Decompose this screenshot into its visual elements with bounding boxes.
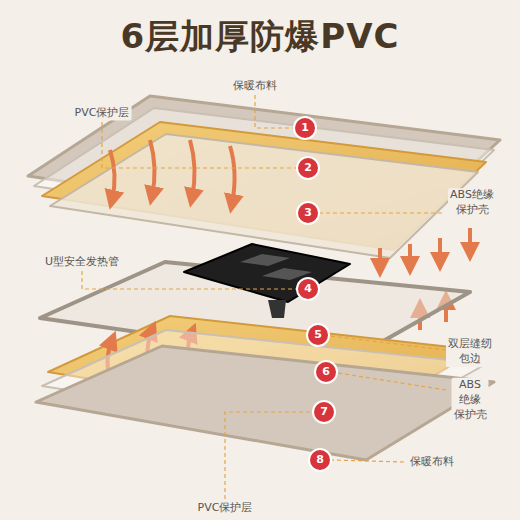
callout-number: 1 — [295, 118, 315, 138]
fabric-layer — [36, 346, 494, 460]
part-label: 双层缝纫 包边 — [446, 337, 494, 367]
callout-number: 7 — [314, 402, 334, 422]
part-label: ABS 绝缘 保护壳 — [452, 378, 489, 423]
leader-lines — [82, 95, 446, 499]
callout-number: 6 — [316, 362, 336, 382]
abs-shell — [50, 134, 478, 258]
callout-number: 2 — [298, 158, 318, 178]
part-label: PVC保护层 — [73, 106, 132, 121]
part-label: 保暖布料 — [231, 79, 279, 94]
heater-slots — [240, 254, 312, 280]
callout-number: 4 — [298, 279, 318, 299]
callout-number: 3 — [298, 203, 318, 223]
heater-stand — [268, 300, 286, 318]
title: 6层加厚防爆PVC — [0, 14, 520, 60]
part-label: U型安全发热管 — [43, 255, 121, 270]
part-label: ABS绝缘 保护壳 — [448, 188, 496, 218]
part-label: PVC保护层 — [196, 501, 255, 516]
heater-tube — [184, 244, 350, 302]
callout-number: 5 — [308, 325, 328, 345]
part-label: 保暖布料 — [408, 455, 456, 470]
callout-number: 8 — [310, 450, 330, 470]
